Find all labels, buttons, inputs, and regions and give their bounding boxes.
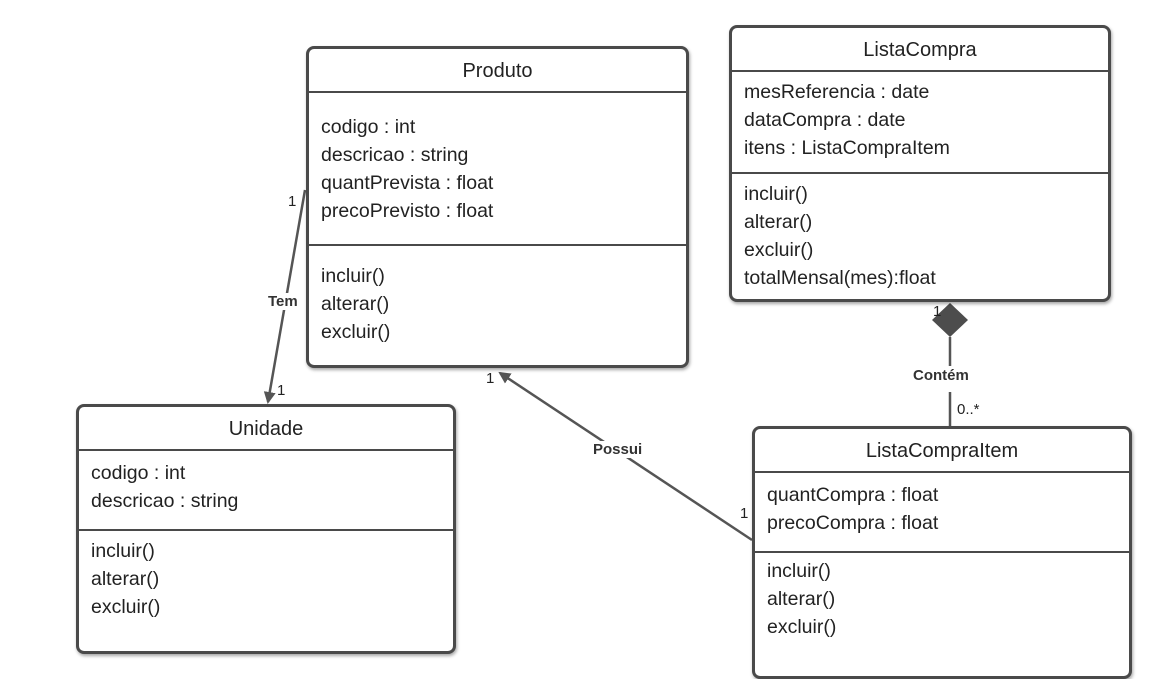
attribute: quantCompra : float [767,484,939,506]
composition-diamond-icon [932,303,968,337]
method: incluir() [321,265,385,287]
class-name: Produto [309,49,686,93]
method: alterar() [91,568,160,590]
attribute: dataCompra : date [744,109,906,131]
attribute: mesReferencia : date [744,81,930,103]
method: alterar() [744,211,813,233]
attribute-section: codigo : int descricao : string quantPre… [309,93,686,246]
contem-whole-multiplicity: 1 [933,303,942,320]
tem-source-multiplicity: 1 [288,193,297,210]
method: excluir() [767,616,837,638]
attribute: descricao : string [321,144,469,166]
possui-target-multiplicity: 1 [486,370,495,387]
tem-association-label: Tem [268,293,298,310]
method: excluir() [744,239,814,261]
method-section: incluir() alterar() excluir() [755,553,1129,641]
contem-part-multiplicity: 0..* [957,401,980,418]
method: alterar() [767,588,836,610]
method-section: incluir() alterar() excluir() totalMensa… [732,174,1108,292]
method: incluir() [744,183,808,205]
method: incluir() [91,540,155,562]
attribute-section: quantCompra : float precoCompra : float [755,473,1129,553]
class-name: Unidade [79,407,453,451]
attribute-section: codigo : int descricao : string [79,451,453,531]
attribute: quantPrevista : float [321,172,494,194]
method: excluir() [91,596,161,618]
possui-association-label: Possui [593,441,643,458]
class-lista-compra[interactable]: ListaCompra mesReferencia : date dataCom… [729,25,1111,302]
tem-target-multiplicity: 1 [277,382,286,399]
class-name: ListaCompra [732,28,1108,72]
method: totalMensal(mes):float [744,267,936,289]
method: alterar() [321,293,390,315]
method: excluir() [321,321,391,343]
attribute-section: mesReferencia : date dataCompra : date i… [732,72,1108,174]
method-section: incluir() alterar() excluir() [79,531,453,621]
class-name: ListaCompraItem [755,429,1129,473]
attribute: descricao : string [91,490,239,512]
attribute: codigo : int [321,116,416,138]
attribute: precoPrevisto : float [321,200,494,222]
contem-association-label: Contém [913,367,969,384]
possui-source-multiplicity: 1 [740,505,749,522]
method: incluir() [767,560,831,582]
method-section: incluir() alterar() excluir() [309,246,686,346]
attribute: itens : ListaCompraItem [744,137,950,159]
class-produto[interactable]: Produto codigo : int descricao : string … [306,46,689,368]
class-unidade[interactable]: Unidade codigo : int descricao : string … [76,404,456,654]
attribute: codigo : int [91,462,186,484]
attribute: precoCompra : float [767,512,939,534]
class-lista-compra-item[interactable]: ListaCompraItem quantCompra : float prec… [752,426,1132,679]
